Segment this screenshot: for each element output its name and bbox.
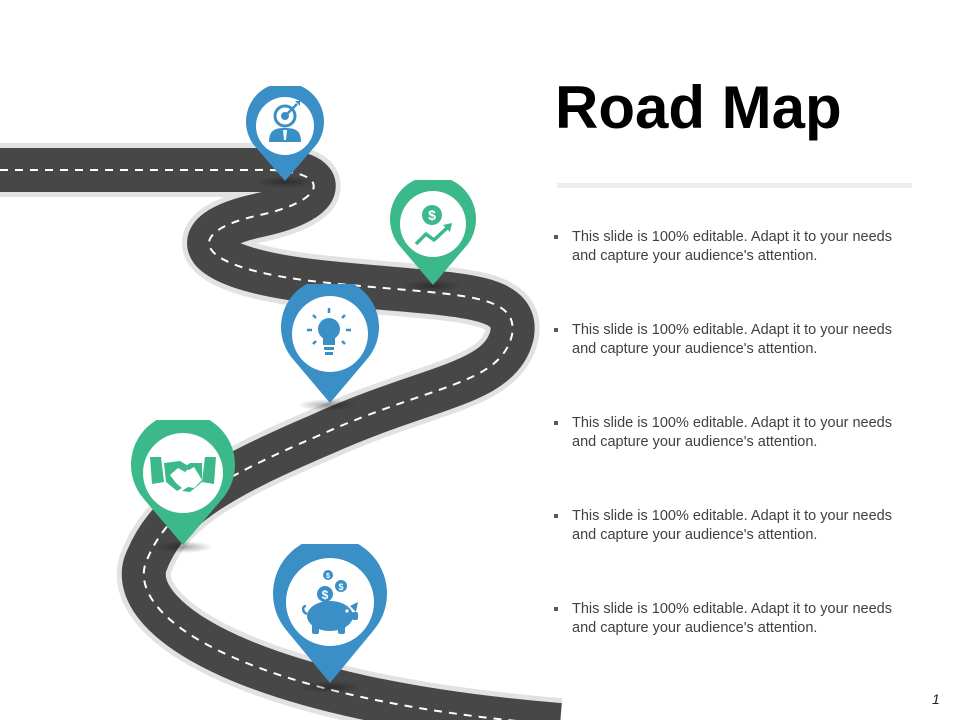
marker-shadow [153, 541, 213, 553]
bullet-item: This slide is 100% editable. Adapt it to… [552, 414, 912, 452]
page-title: Road Map [555, 74, 842, 141]
lightbulb-icon [307, 308, 351, 355]
svg-text:$: $ [326, 573, 330, 580]
page-number: 1 [932, 691, 940, 707]
map-pin-2: $ [390, 180, 476, 285]
bullet-item: This slide is 100% editable. Adapt it to… [552, 507, 912, 545]
bullet-text: This slide is 100% editable. Adapt it to… [572, 415, 892, 450]
map-pin-5: $ $ $ [273, 544, 387, 683]
bullet-text: This slide is 100% editable. Adapt it to… [572, 322, 892, 357]
piggy-bank-icon: $ $ $ [301, 570, 358, 634]
bullet-square-icon [554, 235, 558, 239]
bullet-item: This slide is 100% editable. Adapt it to… [552, 600, 912, 638]
bullet-square-icon [554, 328, 558, 332]
road-center-line [0, 168, 517, 720]
svg-text:$: $ [338, 582, 343, 592]
map-pin-1 [246, 86, 324, 181]
bullet-square-icon [554, 421, 558, 425]
bullet-item: This slide is 100% editable. Adapt it to… [552, 228, 912, 266]
marker-shadow [298, 681, 362, 693]
bullet-square-icon [554, 607, 558, 611]
target-person-icon [269, 101, 301, 142]
bullet-item: This slide is 100% editable. Adapt it to… [552, 321, 912, 359]
handshake-icon [150, 457, 216, 492]
bullet-square-icon [554, 514, 558, 518]
dollar-growth-icon: $ [414, 205, 452, 246]
map-pin-4 [131, 420, 235, 545]
svg-text:$: $ [428, 207, 436, 223]
svg-text:$: $ [322, 588, 329, 602]
marker-shadow [402, 280, 462, 292]
map-pin-3 [281, 284, 379, 403]
marker-shadow [298, 399, 358, 411]
bullet-text: This slide is 100% editable. Adapt it to… [572, 508, 892, 543]
bullet-text: This slide is 100% editable. Adapt it to… [572, 229, 892, 264]
marker-shadow [255, 176, 315, 188]
bullet-text: This slide is 100% editable. Adapt it to… [572, 601, 892, 636]
title-divider [557, 183, 912, 188]
